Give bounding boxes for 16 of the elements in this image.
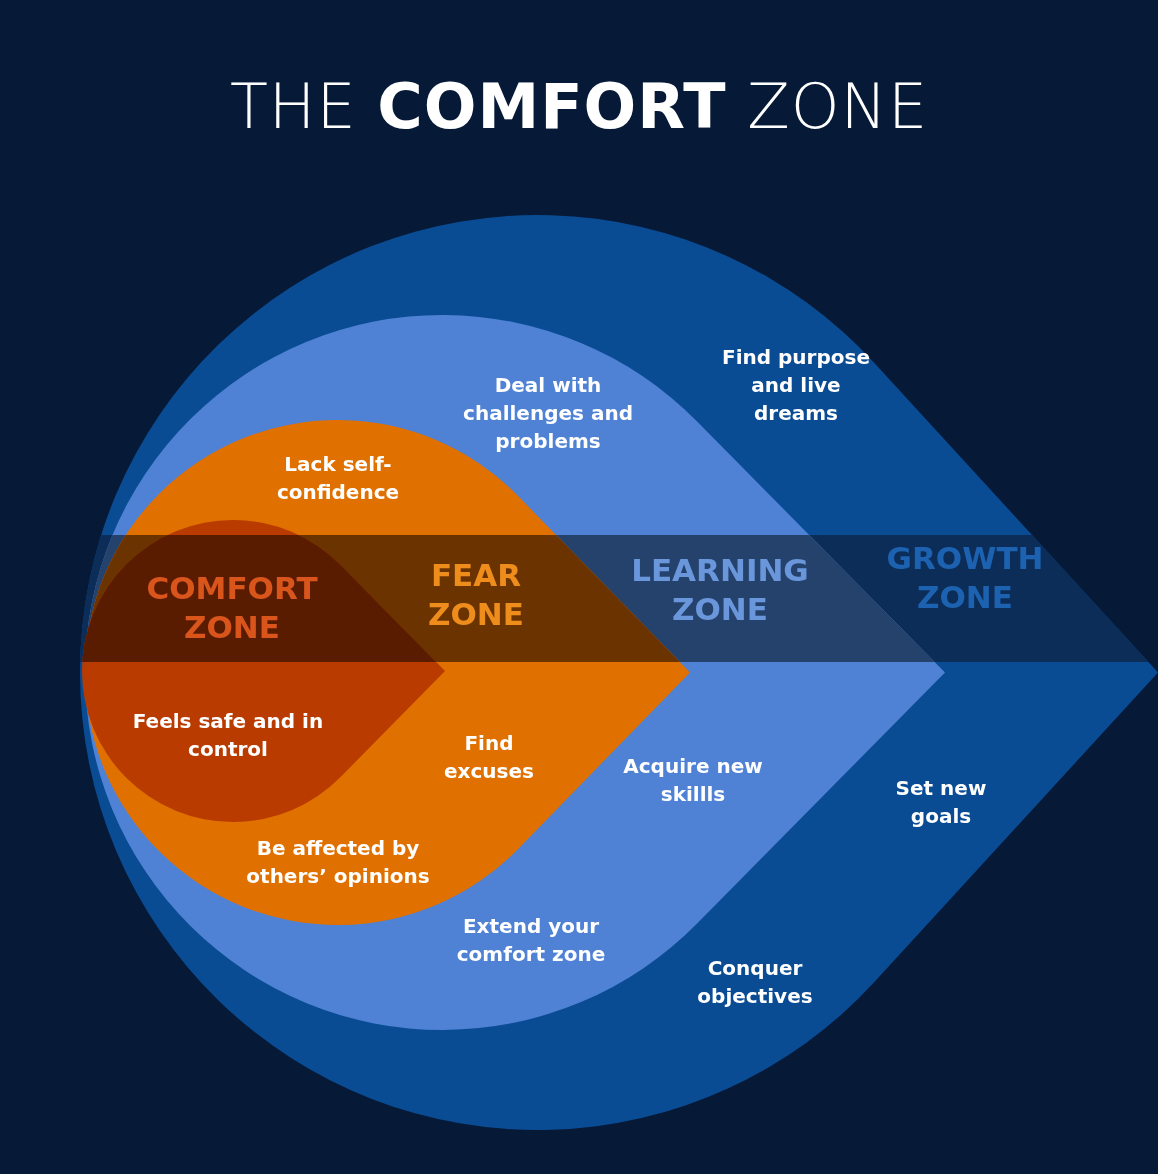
zone-title: COMFORT ZONE (145, 569, 319, 647)
zone-description: Conquer objectives (696, 955, 814, 1010)
zone-description: Be affected by others’ opinions (245, 835, 431, 890)
zone-title: GROWTH ZONE (885, 539, 1045, 617)
zone-description: Deal with challenges and problems (462, 372, 634, 455)
zone-description: Feels safe and in control (131, 708, 325, 763)
zone-description: Find purpose and live dreams (721, 344, 871, 427)
zone-description: Find excuses (443, 730, 535, 785)
zone-description: Acquire new skillls (622, 753, 764, 808)
title: THE COMFORT ZONE (228, 70, 930, 143)
zone-title: FEAR ZONE (427, 556, 525, 634)
zone-title: LEARNING ZONE (630, 551, 810, 629)
zone-description: Set new goals (894, 775, 988, 830)
zone-description: Extend your comfort zone (455, 913, 607, 968)
zone-shape (80, 215, 1158, 1130)
zone-description: Lack self-confidence (275, 451, 401, 506)
